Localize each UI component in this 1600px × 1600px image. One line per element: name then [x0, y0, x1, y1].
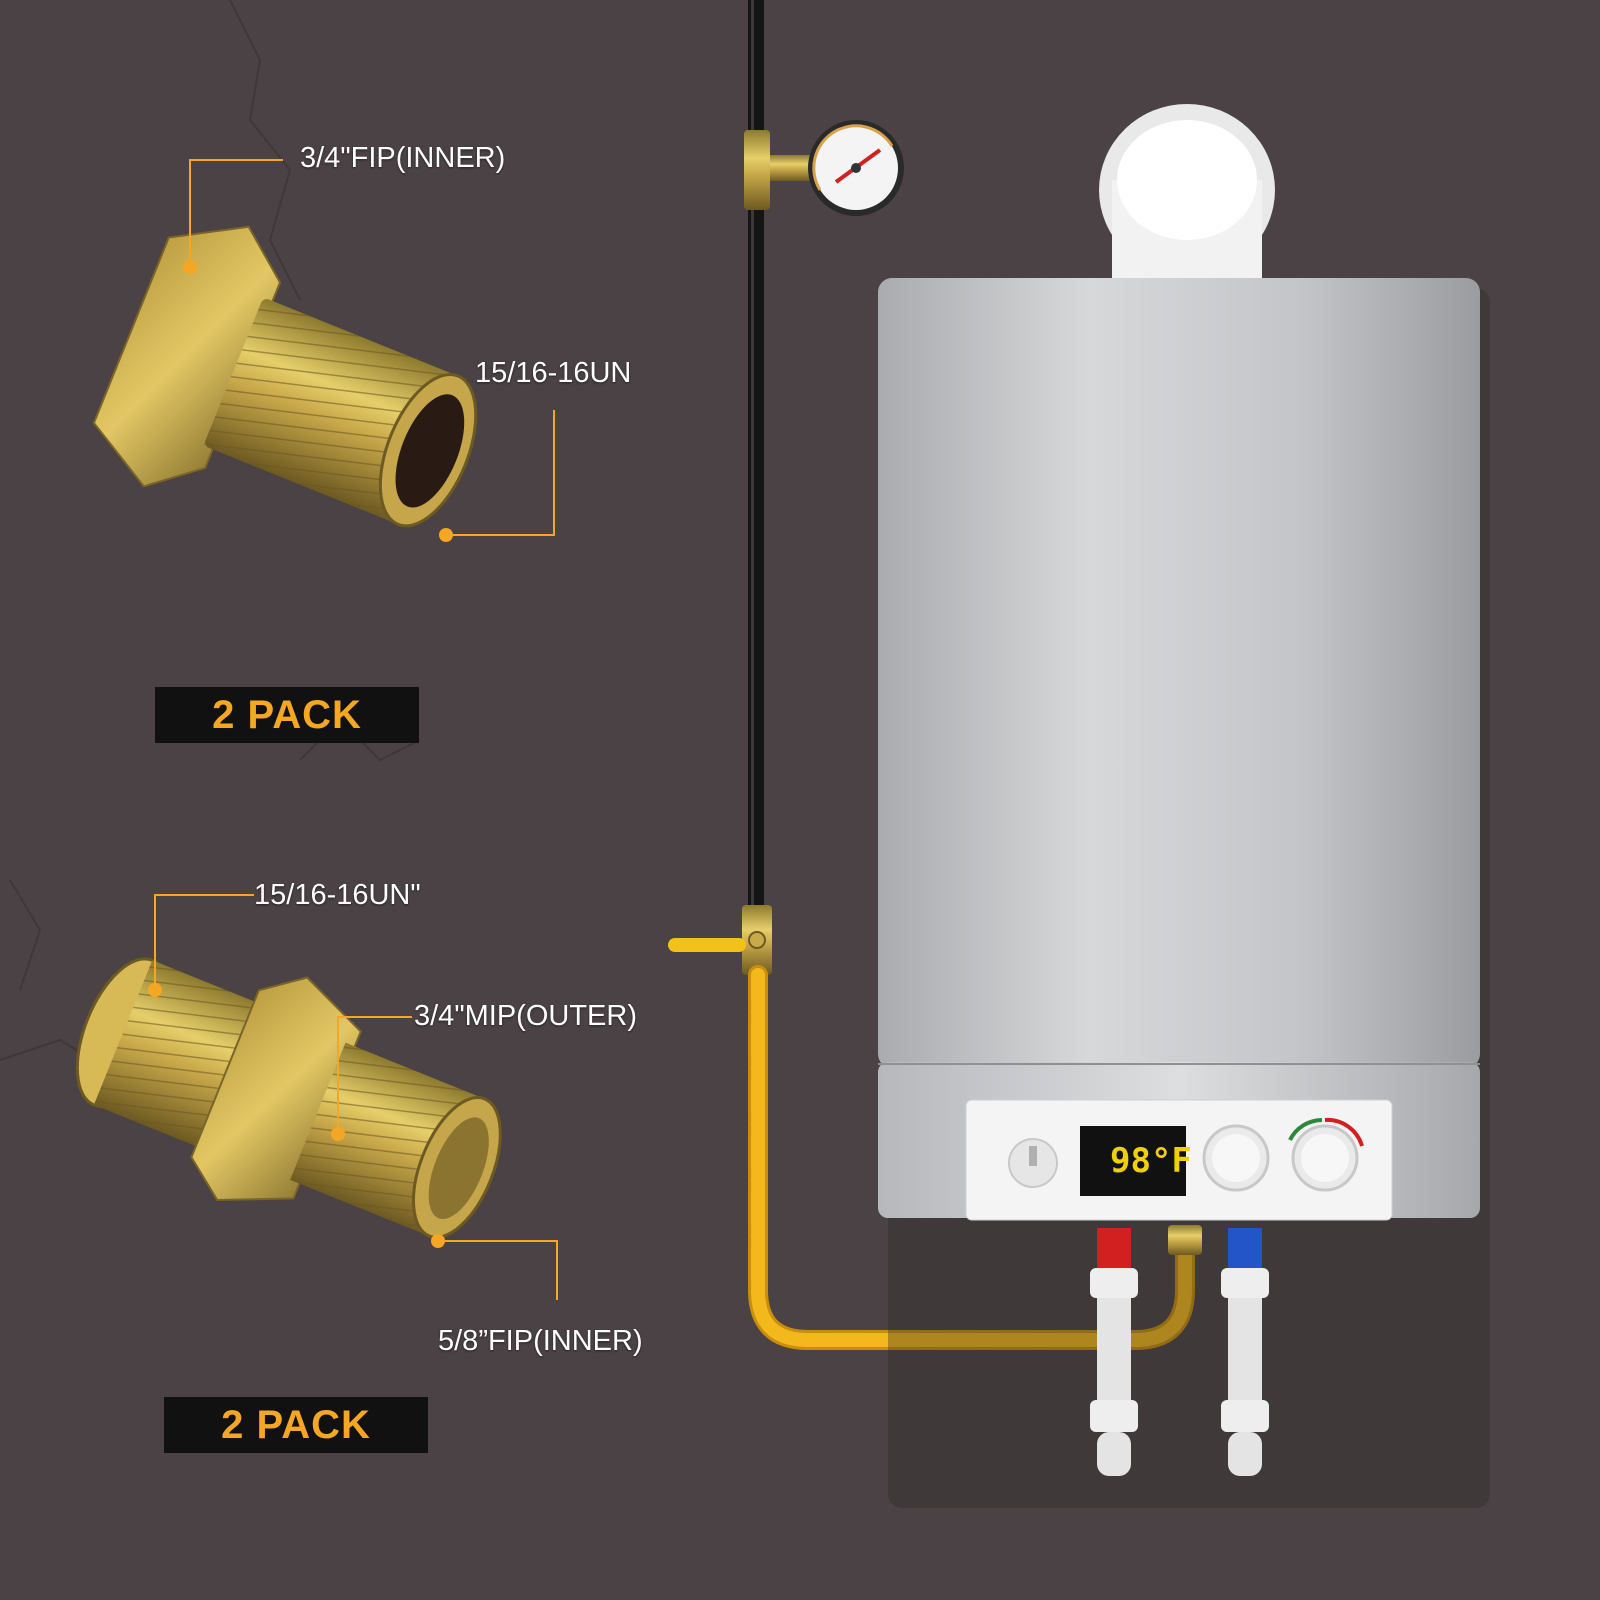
heater-chimney	[1099, 104, 1275, 280]
heater-temperature-display: 98°F	[1110, 1141, 1192, 1181]
cold-water-pipe	[1221, 1228, 1269, 1476]
callout-lines	[154, 159, 558, 1300]
pressure-gauge	[744, 120, 904, 216]
shutoff-valve	[668, 905, 772, 975]
gas-pipe	[748, 0, 764, 920]
label-top-fip: 3/4"FIP(INNER)	[300, 142, 506, 174]
hot-water-pipe	[1090, 1228, 1138, 1476]
water-heater	[878, 278, 1490, 1508]
pack-badge-bottom-text: 2 PACK	[221, 1402, 371, 1447]
fitting-bottom-image	[75, 957, 502, 1239]
pack-badge-bottom: 2 PACK	[164, 1397, 428, 1453]
label-bottom-mip: 3/4"MIP(OUTER)	[414, 1000, 637, 1032]
label-top-thread: 15/16-16UN	[475, 357, 632, 389]
label-bottom-fip: 5/8”FIP(INNER)	[438, 1325, 643, 1357]
pack-badge-top-text: 2 PACK	[212, 692, 362, 737]
callout-dots	[148, 260, 453, 1248]
gas-inlet-fitting	[1168, 1225, 1202, 1255]
label-bottom-thread: 15/16-16UN"	[254, 879, 421, 911]
pack-badge-top: 2 PACK	[155, 687, 419, 743]
fitting-top-image	[92, 225, 478, 528]
